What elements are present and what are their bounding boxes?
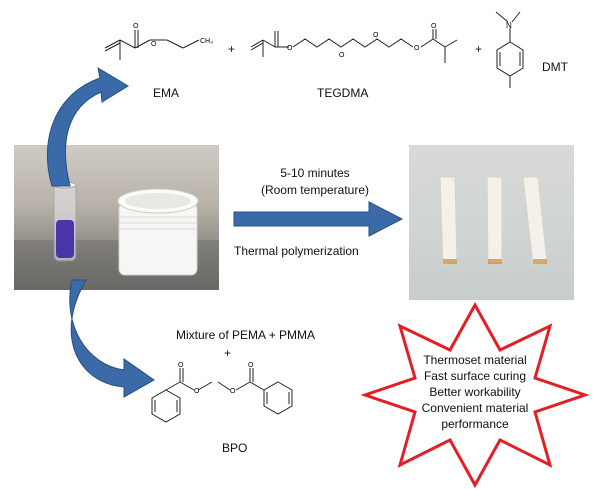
svg-text:O: O xyxy=(230,388,236,395)
bpo-structure: O O O O xyxy=(151,362,293,423)
powder-plus-sign: + xyxy=(224,346,232,360)
property-item: performance xyxy=(441,417,509,431)
process-method: Thermal polymerization xyxy=(234,244,359,258)
svg-text:O: O xyxy=(414,45,420,52)
ema-label: EMA xyxy=(153,86,180,100)
svg-text:CH₃: CH₃ xyxy=(200,38,213,45)
dmt-label: DMT xyxy=(542,60,568,74)
svg-text:O: O xyxy=(194,388,200,395)
svg-text:O: O xyxy=(373,32,379,39)
svg-text:O: O xyxy=(431,23,437,30)
process-time: 5-10 minutes xyxy=(280,166,350,180)
dmt-structure: N xyxy=(495,11,524,88)
tegdma-structure: O O O O O xyxy=(250,23,458,63)
property-item: Better workability xyxy=(429,385,521,399)
property-item: Thermoset material xyxy=(423,353,527,367)
svg-text:O: O xyxy=(339,52,345,59)
tegdma-label: TEGDMA xyxy=(317,86,369,100)
svg-text:N: N xyxy=(506,21,512,30)
svg-text:O: O xyxy=(178,362,184,369)
process-arrow-icon xyxy=(233,201,404,237)
process-condition: (Room temperature) xyxy=(260,183,370,197)
property-item: Fast surface curing xyxy=(423,369,527,383)
svg-text:O: O xyxy=(151,41,157,48)
ema-structure: O O CH₃ xyxy=(104,23,213,60)
svg-text:O: O xyxy=(287,45,293,52)
properties-list: Thermoset material Fast surface curing B… xyxy=(395,352,555,432)
curved-arrow-bottom-icon xyxy=(69,279,155,398)
powder-mixture-label: Mixture of PEMA + PMMA xyxy=(176,328,316,342)
plus-sign-1: + xyxy=(228,42,236,56)
property-item: Convenient material xyxy=(421,401,529,415)
svg-text:O: O xyxy=(248,362,254,369)
star-badge-icon xyxy=(360,301,590,489)
plus-sign-2: + xyxy=(475,42,483,56)
photo-vial-and-container xyxy=(14,145,219,290)
svg-text:O: O xyxy=(133,23,139,30)
curved-arrow-top-icon xyxy=(46,66,129,187)
photo-cured-specimens xyxy=(409,145,574,300)
bpo-label: BPO xyxy=(222,441,248,455)
